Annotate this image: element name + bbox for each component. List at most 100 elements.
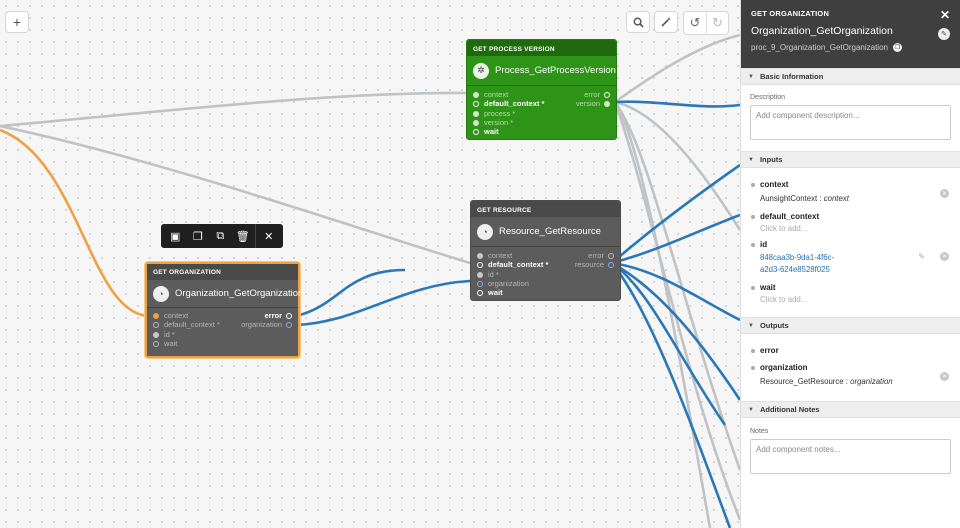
search-button[interactable] <box>626 11 650 33</box>
port-label: id * <box>488 269 499 279</box>
delete-button[interactable]: 🗑 <box>233 230 253 243</box>
node-get-organization[interactable]: GET ORGANIZATION ◔ Organization_GetOrgan… <box>145 262 304 358</box>
notes-input[interactable]: Add component notes... <box>750 439 951 474</box>
section-inputs[interactable]: ▼ Inputs <box>741 151 960 168</box>
field-placeholder: Click to add... <box>760 295 808 304</box>
field-name: id <box>760 240 768 249</box>
port-label: wait <box>488 288 503 298</box>
node-type-label: GET ORGANIZATION <box>147 264 298 280</box>
output-field-organization[interactable]: organization Resource_GetResource : orga… <box>750 363 951 388</box>
output-port-error[interactable] <box>604 92 610 98</box>
section-additional-notes[interactable]: ▼ Additional Notes <box>741 401 960 418</box>
input-port-default-context[interactable] <box>153 322 159 329</box>
port-label: context <box>484 90 509 99</box>
node-type-label: GET PROCESS VERSION <box>467 40 616 56</box>
properties-panel: GET ORGANIZATION Organization_GetOrganiz… <box>740 0 960 528</box>
close-toolbar-button[interactable]: ✕ <box>259 230 279 243</box>
node-get-process-version[interactable]: GET PROCESS VERSION ✲ Process_GetProcess… <box>466 39 617 140</box>
input-port-version[interactable] <box>473 119 479 126</box>
input-port-context[interactable] <box>473 92 479 98</box>
field-name: default_context <box>760 212 820 221</box>
copy-id-icon[interactable]: ❐ <box>892 43 902 52</box>
redo-button[interactable]: ↻ <box>706 12 728 34</box>
input-port-default-context[interactable] <box>477 262 483 269</box>
field-dot <box>751 215 755 219</box>
input-field-default-context[interactable]: default_context Click to add... <box>750 212 951 233</box>
remove-connection-icon[interactable]: ✕ <box>940 189 949 198</box>
edit-title-button[interactable]: ✎ <box>938 28 950 40</box>
remove-value-icon[interactable]: ✕ <box>940 252 949 261</box>
description-label: Description <box>750 94 786 101</box>
output-port-resource[interactable] <box>608 262 614 269</box>
node-get-resource[interactable]: GET RESOURCE ◔ Resource_GetResource cont… <box>470 200 621 301</box>
input-port-id[interactable] <box>477 271 483 278</box>
toolbar-divider <box>255 224 257 248</box>
input-port-organization[interactable] <box>477 280 483 287</box>
input-port-wait[interactable] <box>477 290 483 297</box>
port-label: wait <box>164 338 178 348</box>
close-panel-button[interactable]: ✕ <box>940 8 950 22</box>
port-label: version <box>575 99 600 109</box>
remove-connection-icon[interactable]: ✕ <box>940 372 949 381</box>
output-field-error[interactable]: error <box>750 346 951 355</box>
wire-grey <box>613 101 740 471</box>
input-port-default-context[interactable] <box>473 101 479 108</box>
duplicate-button[interactable]: ❐ <box>188 230 208 243</box>
port-label: process * <box>484 108 516 118</box>
input-port-wait[interactable] <box>153 340 159 347</box>
field-placeholder: Click to add... <box>760 224 808 233</box>
input-port-process[interactable] <box>473 110 479 117</box>
output-port-error[interactable] <box>608 253 614 259</box>
wire-blue <box>295 279 471 327</box>
port-label: version * <box>484 117 514 127</box>
gauge-icon: ◔ <box>477 223 493 240</box>
output-port-version[interactable] <box>604 101 610 108</box>
wire-grey <box>613 101 712 528</box>
wire-blue <box>614 100 740 108</box>
node-title: Organization_GetOrganization <box>175 288 304 299</box>
input-port-id[interactable] <box>153 331 159 338</box>
wire-blue <box>610 262 732 528</box>
output-port-error[interactable] <box>286 313 292 319</box>
copy-button[interactable]: ⧉ <box>210 230 230 243</box>
gauge-icon: ◔ <box>153 285 169 302</box>
field-name: wait <box>760 283 776 292</box>
port-label: organization <box>241 320 282 330</box>
port-label: context <box>488 251 513 260</box>
description-placeholder: Add component description... <box>756 111 860 120</box>
input-field-context[interactable]: context AunsightContext : context ✕ <box>750 180 951 205</box>
panel-type-label: GET ORGANIZATION <box>751 9 830 18</box>
port-label: default_context * <box>484 99 545 109</box>
node-type-label: GET RESOURCE <box>471 201 620 217</box>
port-label: default_context * <box>164 320 220 330</box>
input-port-wait[interactable] <box>473 129 479 136</box>
caret-down-icon: ▼ <box>748 406 754 413</box>
add-node-button[interactable]: + <box>5 11 29 33</box>
node-toolbar: ▣ ❐ ⧉ 🗑 ✕ <box>161 224 283 248</box>
output-port-organization[interactable] <box>286 322 292 329</box>
trash-icon: 🗑 <box>235 230 250 243</box>
input-field-wait[interactable]: wait Click to add... <box>750 283 951 304</box>
auto-layout-button[interactable] <box>654 11 678 33</box>
field-value: 848caa3b-9da1-4f6c- <box>760 253 835 262</box>
section-outputs[interactable]: ▼ Outputs <box>741 317 960 334</box>
node-title: Process_GetProcessVersion <box>495 65 616 76</box>
copy-icon: ⧉ <box>216 229 225 242</box>
port-label: resource <box>574 260 604 270</box>
magic-wand-icon <box>661 17 671 27</box>
field-dot <box>751 183 755 187</box>
caret-down-icon: ▼ <box>748 73 754 80</box>
section-title: Outputs <box>759 321 789 330</box>
undo-redo-group: ↺ ↻ <box>683 11 729 35</box>
input-port-context[interactable] <box>477 253 483 259</box>
section-basic-information[interactable]: ▼ Basic Information <box>741 68 960 85</box>
field-dot <box>751 243 755 247</box>
description-input[interactable]: Add component description... <box>750 105 951 140</box>
input-field-id[interactable]: id 848caa3b-9da1-4f6c- a2d3-624e8528f025… <box>750 240 951 276</box>
pencil-icon[interactable]: ✎ <box>918 252 925 261</box>
undo-button[interactable]: ↺ <box>684 12 706 34</box>
input-port-context[interactable] <box>153 313 159 319</box>
section-title: Inputs <box>759 155 783 164</box>
comment-button[interactable]: ▣ <box>165 230 185 243</box>
flow-canvas[interactable]: + ↺ ↻ GET PROCESS VERSION ✲ Process_GetP… <box>0 0 740 528</box>
